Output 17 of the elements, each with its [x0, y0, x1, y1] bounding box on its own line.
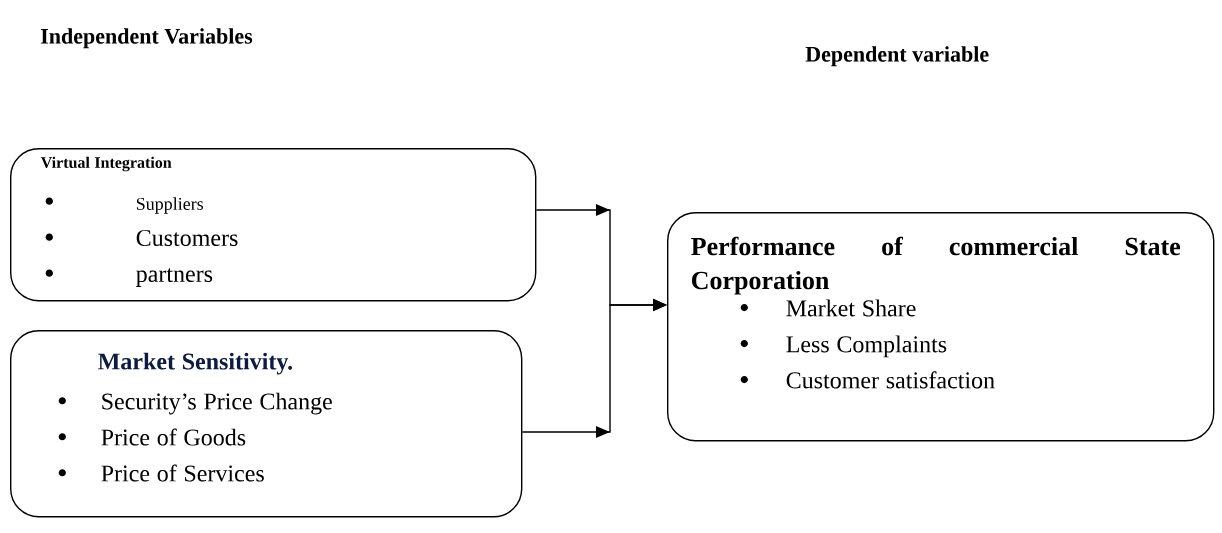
bullet-item: Customer satisfaction — [740, 371, 995, 389]
bullet-item: partners — [45, 268, 213, 287]
column-heading: Dependent variable — [805, 46, 989, 67]
box-heading: Performance of commercial State Corporation — [691, 236, 1181, 295]
bullet-item: Suppliers — [45, 197, 204, 214]
bullet-item: Market Share — [740, 299, 916, 317]
bullet-item: Less Complaints — [740, 335, 947, 358]
box-heading: Virtual Integration — [40, 156, 172, 172]
bullet-item: Price of Services — [58, 464, 264, 482]
column-heading: Independent Variables — [40, 28, 253, 49]
rounded-box — [10, 330, 523, 518]
bullet-item: Security’s Price Change — [58, 392, 332, 415]
rounded-box — [10, 148, 537, 302]
box-heading: Market Sensitivity. — [98, 352, 293, 375]
bullet-item: Price of Goods — [58, 428, 246, 446]
rounded-box — [667, 212, 1215, 442]
bullet-item: Customers — [45, 229, 238, 247]
